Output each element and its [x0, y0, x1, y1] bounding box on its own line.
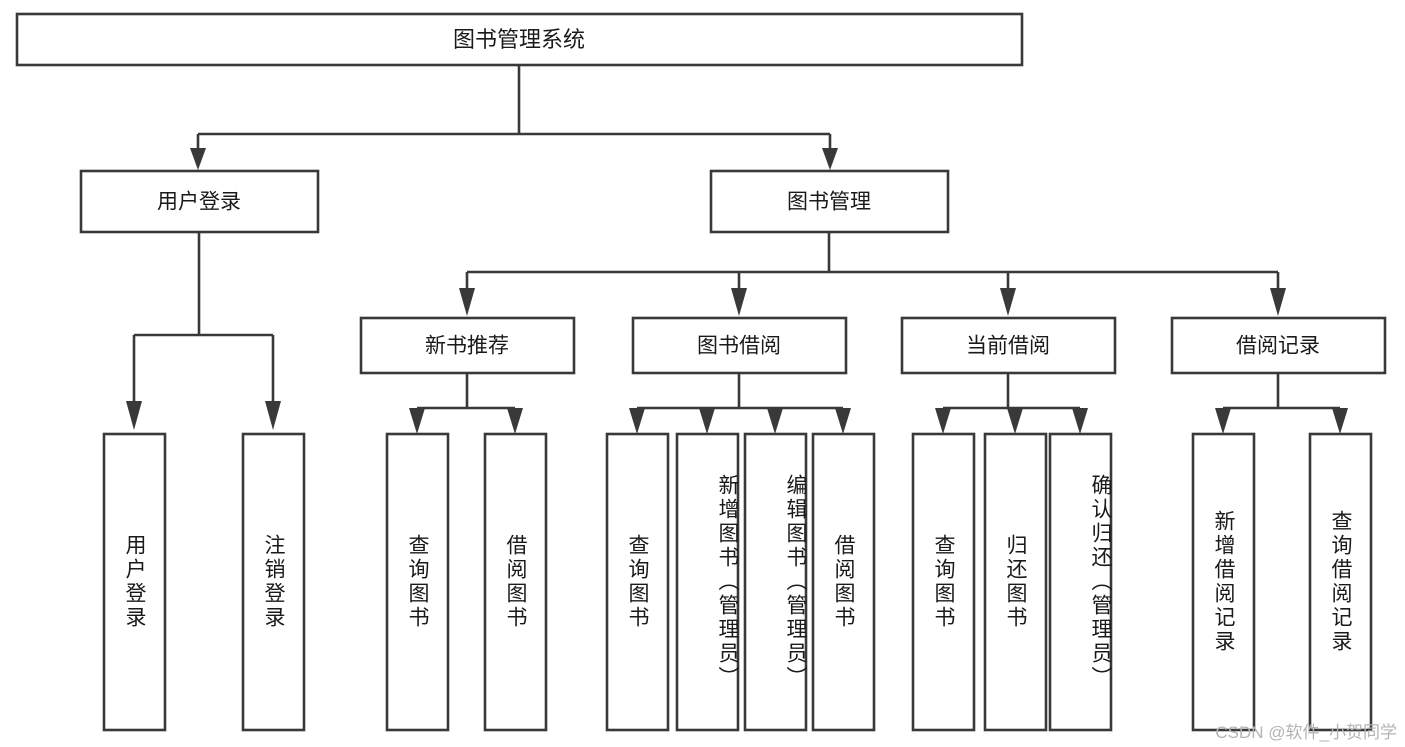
- node-user-login[interactable]: 用户登录: [79, 169, 320, 234]
- leaf-box-borrow-record-2[interactable]: [1308, 432, 1373, 732]
- leaf-box-new-book-1[interactable]: [385, 432, 450, 732]
- node-borrow-record-box[interactable]: [1170, 316, 1387, 375]
- node-borrow-record-label: 借阅记录: [1236, 335, 1320, 358]
- node-book-borrow-label: 图书借阅: [697, 335, 781, 358]
- node-current-borrow[interactable]: 当前借阅: [900, 316, 1117, 375]
- arrow-head-borrow-record-2: [1332, 408, 1348, 434]
- node-root[interactable]: 图书管理系统: [15, 12, 1024, 67]
- watermark-text: CSDN @软件_小贺同学: [1215, 723, 1397, 742]
- leaf-box-user-login-1[interactable]: [102, 432, 167, 732]
- node-borrow-record[interactable]: 借阅记录: [1170, 316, 1387, 375]
- leaf-box-book-borrow-3[interactable]: [743, 432, 808, 732]
- leaf-box-current-borrow-3[interactable]: [1048, 432, 1113, 732]
- arrow-head-level3-4: [1270, 288, 1286, 316]
- leaf-box-book-borrow-2[interactable]: [675, 432, 740, 732]
- leaf-box-user-login-2[interactable]: [241, 432, 306, 732]
- arrow-head-level3-1: [459, 288, 475, 316]
- node-new-book-recommend-label: 新书推荐: [425, 335, 509, 358]
- node-book-management-box[interactable]: [709, 169, 950, 234]
- arrow-head-current-borrow-1: [935, 408, 951, 434]
- arrow-head-user-login-1: [126, 401, 142, 430]
- arrow-head-book-borrow-3: [767, 408, 783, 434]
- node-new-book-recommend-box[interactable]: [359, 316, 576, 375]
- leaf-box-new-book-2[interactable]: [483, 432, 548, 732]
- leaf-box-book-borrow-1[interactable]: [605, 432, 670, 732]
- leaf-box-current-borrow-2[interactable]: [983, 432, 1048, 732]
- arrow-head-current-borrow-3: [1072, 408, 1088, 434]
- node-root-label: 图书管理系统: [453, 27, 585, 52]
- node-current-borrow-label: 当前借阅: [966, 335, 1050, 358]
- arrow-head-level2-1: [190, 148, 206, 170]
- leaf-box-book-borrow-4[interactable]: [811, 432, 876, 732]
- node-root-box[interactable]: [15, 12, 1024, 67]
- arrow-head-borrow-record-1: [1215, 408, 1231, 434]
- node-book-management-label: 图书管理: [787, 191, 871, 214]
- arrow-head-level2-2: [822, 148, 838, 170]
- leaf-box-current-borrow-1[interactable]: [911, 432, 976, 732]
- leaf-box-borrow-record-1[interactable]: [1191, 432, 1256, 732]
- node-new-book-recommend[interactable]: 新书推荐: [359, 316, 576, 375]
- node-book-borrow-box[interactable]: [631, 316, 848, 375]
- arrow-head-book-borrow-1: [629, 408, 645, 434]
- node-book-borrow[interactable]: 图书借阅: [631, 316, 848, 375]
- arrow-head-level3-3: [1000, 288, 1016, 316]
- arrow-head-new-book-1: [409, 408, 425, 434]
- arrow-head-new-book-2: [507, 408, 523, 434]
- arrow-head-book-borrow-2: [699, 408, 715, 434]
- arrow-head-current-borrow-2: [1007, 408, 1023, 434]
- node-user-login-label: 用户登录: [157, 191, 241, 214]
- node-book-management[interactable]: 图书管理: [709, 169, 950, 234]
- arrow-head-book-borrow-4: [835, 408, 851, 434]
- arrow-head-level3-2: [731, 288, 747, 316]
- node-current-borrow-box[interactable]: [900, 316, 1117, 375]
- arrow-head-user-login-2: [265, 401, 281, 430]
